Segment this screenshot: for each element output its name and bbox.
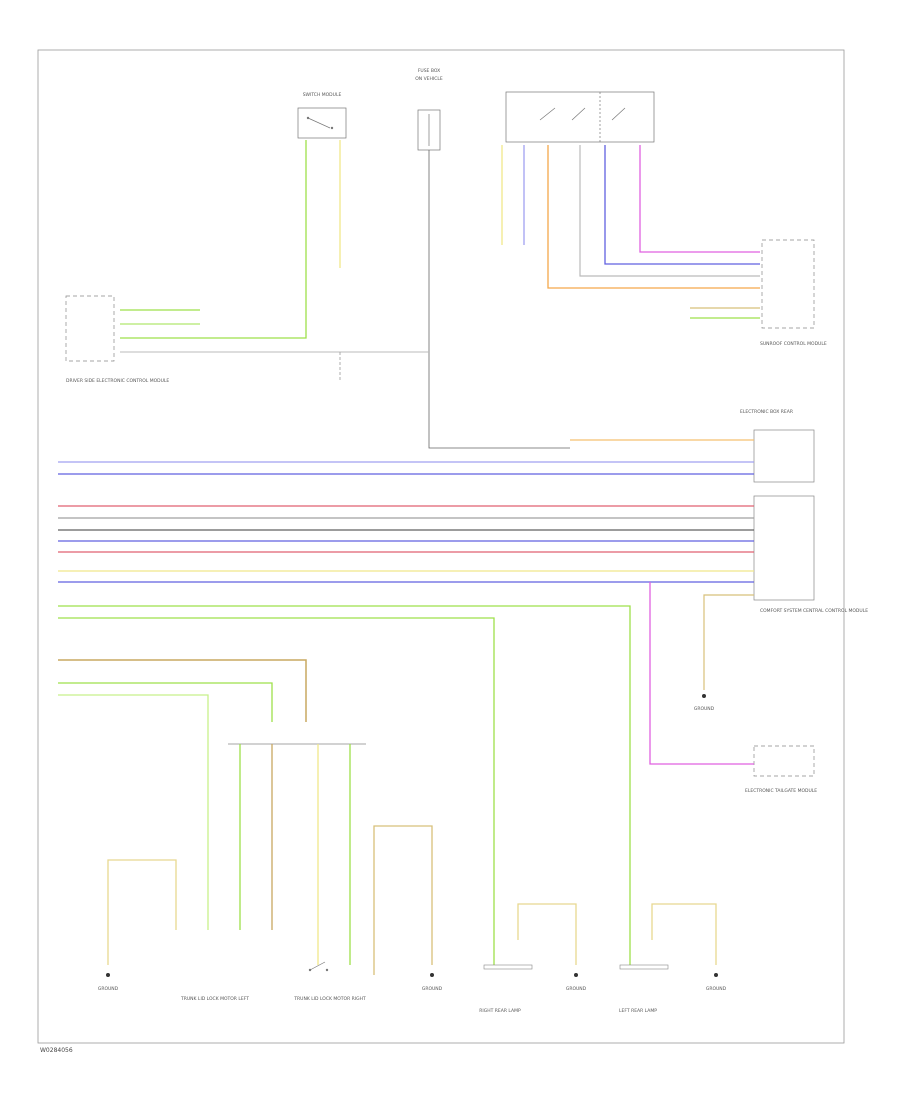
wire-loop-a xyxy=(107,859,177,965)
wire-loop-b xyxy=(373,825,433,975)
wire-blue-sun xyxy=(604,145,760,265)
wire-tan-ground xyxy=(703,594,754,690)
wire-tan-motor xyxy=(58,659,307,722)
sunroof-module-label: SUNROOF CONTROL MODULE xyxy=(760,341,827,347)
wire-loop-d xyxy=(651,903,717,965)
wire-green-switch xyxy=(120,140,307,339)
wire-lightgreen-motor xyxy=(58,694,209,930)
wire-loop-c xyxy=(517,903,577,965)
ground-e-label: GROUND xyxy=(694,706,715,712)
rear-junction-component: ELECTRONIC BOX REAR xyxy=(740,409,815,483)
ground-d-label: GROUND xyxy=(706,986,727,992)
tailgate-module-label: ELECTRONIC TAILGATE MODULE xyxy=(745,788,817,794)
top-switch-component: SWITCH MODULE xyxy=(297,92,347,139)
trunk-motor-left-label: TRUNK LID LOCK MOTOR LEFT xyxy=(180,996,249,1002)
ground-a-icon xyxy=(106,973,110,977)
wire-green-left-lamp xyxy=(58,605,631,965)
ground-c-icon xyxy=(574,973,578,977)
ground-c-label: GROUND xyxy=(566,986,587,992)
tailgate-module-component: ELECTRONIC TAILGATE MODULE xyxy=(745,745,817,794)
ground-b-label: GROUND xyxy=(422,986,443,992)
left-rear-lamp-label: LEFT REAR LAMP xyxy=(619,1008,657,1014)
wire-pink-sun xyxy=(639,145,760,253)
wire-pink-tailgate xyxy=(649,582,754,765)
right-rear-lamp-connector xyxy=(483,964,533,970)
ground-b-icon xyxy=(430,973,434,977)
sunroof-module-component: SUNROOF CONTROL MODULE xyxy=(760,239,827,347)
trunk-motor-right-label: TRUNK LID LOCK MOTOR RIGHT xyxy=(293,996,366,1002)
left-module-label: DRIVER SIDE ELECTRONIC CONTROL MODULE xyxy=(66,378,169,384)
top-fuse-label: FUSE BOX xyxy=(418,68,440,74)
rear-junction-label: ELECTRONIC BOX REAR xyxy=(740,409,793,415)
top-fuse-component: FUSE BOX ON VEHICLE xyxy=(415,68,443,151)
zone-module-label: COMFORT SYSTEM CENTRAL CONTROL MODULE xyxy=(760,608,868,614)
wire-orange xyxy=(547,145,760,289)
top-fuse-sublabel: ON VEHICLE xyxy=(415,76,443,82)
left-rear-lamp-connector xyxy=(619,964,669,970)
top-switch-label: SWITCH MODULE xyxy=(303,92,342,98)
ground-a-label: GROUND xyxy=(98,986,119,992)
footer-code: W0284056 xyxy=(40,1047,73,1054)
lid-switch-component xyxy=(308,961,329,972)
diagram-frame xyxy=(37,49,845,1044)
left-module-component: DRIVER SIDE ELECTRONIC CONTROL MODULE xyxy=(65,295,169,384)
right-rear-lamp-label: RIGHT REAR LAMP xyxy=(479,1008,521,1014)
zone-module-component: COMFORT SYSTEM CENTRAL CONTROL MODULE xyxy=(753,495,868,614)
switch-bank-component xyxy=(505,91,655,143)
wire-gray-sun xyxy=(579,145,760,277)
wire-green-right-lamp xyxy=(58,617,495,965)
wire-green-motor xyxy=(58,682,273,722)
ground-d-icon xyxy=(714,973,718,977)
ground-e-icon xyxy=(702,694,706,698)
wire-black-fuse xyxy=(428,150,570,449)
